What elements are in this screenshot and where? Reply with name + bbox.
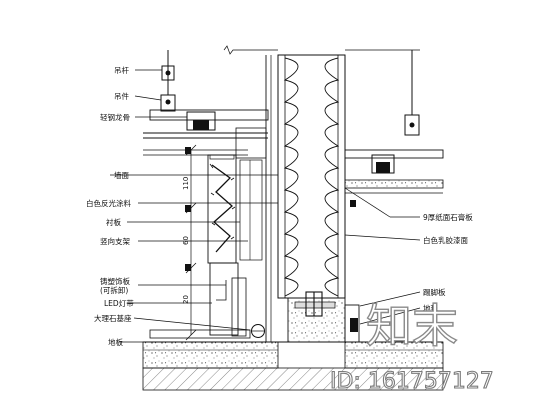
label-hanger-rod: 吊杆 <box>114 65 129 75</box>
dimension-110: 110 <box>182 177 190 190</box>
insulation-batt <box>283 57 299 297</box>
floor-slab <box>142 341 444 391</box>
label-marble-base: 大理石基座 <box>94 313 132 323</box>
leader-lines-right <box>344 187 421 325</box>
label-removable-panel-line2: (可拆卸) <box>100 285 128 295</box>
label-skirting: 踢脚板 <box>423 287 446 297</box>
left-ceiling <box>143 50 269 159</box>
dimension-60: 60 <box>182 236 190 245</box>
right-skirting <box>344 304 360 343</box>
label-floor: 地板 <box>108 337 123 347</box>
watermark-brand: 知末 <box>366 299 458 353</box>
label-led-strip: LED灯带 <box>104 298 134 308</box>
label-white-reflective-paint: 白色反光涂料 <box>86 198 131 208</box>
leader-lines-left <box>110 69 278 343</box>
label-gypsum-ceiling: 9厚纸面石膏板 <box>423 212 473 222</box>
label-vertical-bracket: 竖向支架 <box>100 236 130 246</box>
label-light-steel-keel: 轻钢龙骨 <box>100 112 130 122</box>
label-removable-panel: 铸塑饰板 (可拆卸) <box>100 276 132 295</box>
right-ceiling <box>344 50 444 207</box>
lower-panel <box>149 262 265 339</box>
label-backing-board: 衬板 <box>106 217 121 227</box>
decorative-panel <box>185 147 263 271</box>
label-removable-panel-line1: 铸塑饰板 <box>100 276 130 286</box>
label-white-latex-paint: 白色乳胶漆面 <box>423 235 468 245</box>
dimension-lines <box>185 144 197 341</box>
label-wall-face: 墙面 <box>114 170 129 180</box>
watermark-id: ID: 161757127 <box>330 369 494 394</box>
label-floor-finish: 地毯 <box>423 303 438 313</box>
label-fitting: 吊件 <box>114 91 129 101</box>
inner-lining <box>265 55 272 342</box>
dimension-20: 20 <box>182 295 190 304</box>
insulated-wall <box>223 45 420 343</box>
